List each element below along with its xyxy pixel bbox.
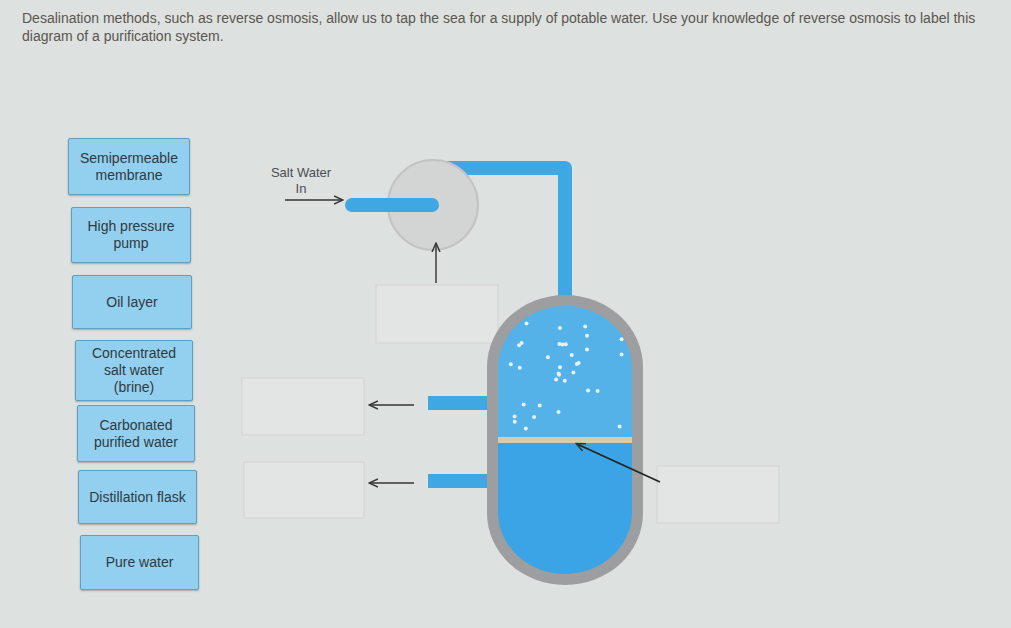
salt-particle [585,334,589,338]
answer-tile: Pure water [80,535,199,590]
inlet-pipe [352,198,432,212]
tile-text: Pure water [106,554,174,571]
drop-target [376,285,498,343]
answer-tile: Concentrated salt water (brine) [75,340,193,401]
salt-particle [525,322,529,326]
salt-particle [546,355,550,359]
water-outlet [428,474,494,488]
salt-particle [558,365,562,369]
salt-particle [577,361,581,365]
tile-text: Concentrated salt water (brine) [82,345,186,396]
membrane-line [498,437,632,443]
salt-particle [557,410,561,414]
salt-particle [618,425,622,429]
answer-tile: Distillation flask [78,470,197,524]
tile-text: High pressure pump [78,218,184,252]
salt-particle [560,342,564,346]
salt-particle [518,366,522,370]
salt-particle [522,403,526,407]
salt-particle [554,378,558,382]
salt-particle [586,389,590,393]
answer-tile: Oil layer [72,275,192,329]
salt-particle [564,342,568,346]
drop-target [244,462,364,518]
inlet-arrow [285,199,342,200]
drop-target [242,378,364,435]
answer-tile: Semipermeable membrane [68,138,190,195]
pressure-arrow [435,244,436,283]
brine-outlet [428,396,494,410]
salt-particle [585,348,589,352]
salt-particle [570,353,574,357]
salt-particle [571,371,575,375]
salt-particle [596,389,600,393]
leader-line [577,444,660,482]
salt-particle [583,325,587,329]
salt-particle [513,414,517,418]
tile-text: Semipermeable membrane [75,150,183,184]
salt-particle [520,341,524,345]
tile-text: Carbonated purified water [84,417,188,451]
tile-text: Distillation flask [89,489,185,506]
salt-particle [513,420,517,424]
salt-particle [620,352,624,356]
answer-tile: Carbonated purified water [77,405,195,462]
salt-particle [524,426,528,430]
answer-tile: High pressure pump [71,207,191,263]
salt-particle [557,372,561,376]
salt-water-region [498,306,632,440]
salt-particle [563,379,567,383]
salt-particle [538,404,542,408]
vessel-wall [487,295,643,585]
outlet-arrow [370,482,414,483]
instruction-text: Desalination methods, such as reverse os… [22,9,982,45]
salt-particle [620,337,624,341]
salt-particle [509,362,513,366]
drop-target [657,466,779,523]
inlet-label: Salt Water In [268,165,334,197]
salt-particle [558,326,562,330]
tile-text: Oil layer [106,294,157,311]
outlet-arrow [370,404,414,405]
salt-particle [532,415,536,419]
